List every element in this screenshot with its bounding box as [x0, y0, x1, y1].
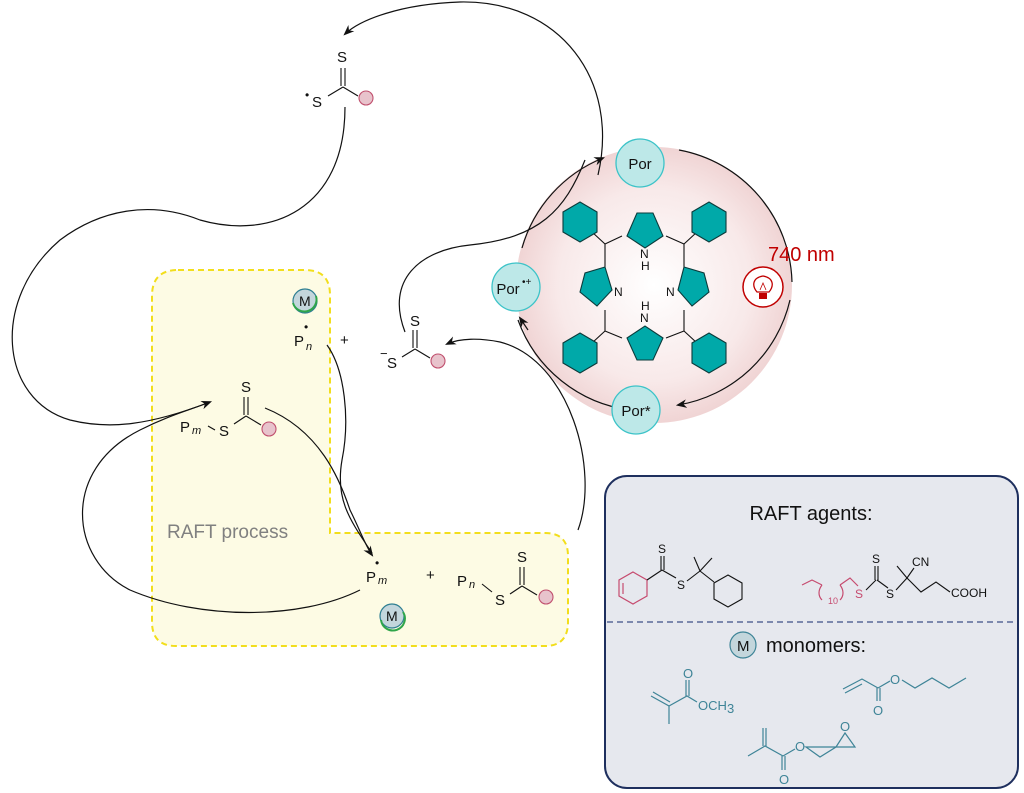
r-group — [358, 90, 374, 106]
cycle-arc-excited — [675, 299, 791, 408]
svg-text:M: M — [737, 638, 750, 655]
monomer-badge-bottom: M — [379, 603, 406, 632]
svg-text:S: S — [219, 423, 229, 440]
raft-agent-cumyl-dithiobenzoate: S S — [618, 542, 743, 608]
svg-text:N: N — [640, 247, 649, 261]
svg-text:CN: CN — [912, 555, 929, 569]
svg-text:N: N — [640, 311, 649, 325]
svg-text:H: H — [641, 299, 650, 313]
raft-agents-title: RAFT agents: — [749, 503, 872, 525]
raft-process-label: RAFT process — [167, 522, 288, 543]
svg-text:O: O — [779, 772, 789, 787]
cycle-arc-oxidation — [521, 157, 606, 249]
curve-anion-up — [398, 159, 586, 333]
svg-text:•: • — [305, 88, 309, 102]
pn-raft-agent: S S P n — [457, 549, 554, 609]
por-ground-state: Por — [615, 138, 665, 188]
monomers-title: monomers: — [766, 635, 866, 657]
svg-text:3: 3 — [727, 701, 734, 716]
svg-text:Por: Por — [496, 281, 519, 298]
curve-pm-loop — [81, 401, 361, 614]
por-excited-state: Por* — [611, 385, 661, 435]
svg-text:O: O — [683, 666, 693, 681]
svg-text:•: • — [304, 320, 308, 334]
svg-text:10: 10 — [828, 596, 838, 606]
svg-text:Por: Por — [628, 156, 651, 173]
raft-agent-trithiocarbonate: 10 S S S CN COOH — [801, 552, 987, 606]
raft-process-region — [151, 269, 569, 647]
svg-text:O: O — [840, 719, 850, 734]
svg-text:S: S — [495, 592, 505, 609]
svg-text:O: O — [890, 672, 900, 687]
svg-text:P: P — [180, 419, 190, 436]
curve-pm-raft-to-pm — [264, 407, 374, 557]
svg-text:S: S — [337, 49, 347, 66]
cycle-arc-excitation — [678, 149, 793, 283]
lightbulb-icon — [742, 266, 784, 308]
svg-text:OCH: OCH — [698, 698, 727, 713]
svg-text:S: S — [872, 552, 880, 566]
svg-text:Por*: Por* — [621, 403, 650, 420]
svg-text:n: n — [306, 341, 312, 353]
svg-text:S: S — [241, 379, 251, 396]
monomers-badge: M — [729, 631, 757, 659]
svg-text:P: P — [294, 333, 304, 350]
monomer-butyl-acrylate: O O — [842, 672, 967, 718]
trithiocarbonate-radical: S S • — [305, 49, 374, 111]
legend-box — [604, 475, 1019, 789]
por-radical-cation: Por •+ — [491, 262, 541, 312]
svg-text:S: S — [410, 313, 420, 330]
svg-text:S: S — [677, 578, 685, 592]
svg-text:P: P — [366, 569, 376, 586]
svg-text:S: S — [855, 587, 863, 601]
pn-radical: P n • — [294, 320, 312, 353]
svg-text:N: N — [666, 285, 675, 299]
svg-text:m: m — [378, 575, 387, 587]
svg-text:n: n — [469, 579, 475, 591]
curve-to-anion — [445, 336, 586, 531]
plus-sign-bottom: + — [426, 567, 435, 584]
monomer-glycidyl-methacrylate: O O O — [747, 719, 857, 787]
monomer-badge-top: M — [292, 288, 318, 314]
svg-text:P: P — [457, 573, 467, 590]
svg-text:S: S — [658, 542, 666, 556]
porphyrin-molecule: N H H N N N — [562, 201, 727, 374]
svg-text:m: m — [192, 425, 201, 437]
monomer-methyl-methacrylate: O OCH 3 — [650, 666, 734, 724]
pm-radical: P m • — [366, 556, 387, 587]
svg-text:S: S — [312, 94, 322, 111]
curve-pn-down — [326, 344, 373, 554]
svg-text:M: M — [299, 293, 311, 309]
svg-text:•: • — [375, 556, 379, 570]
svg-text:H: H — [641, 259, 650, 273]
arrow-into-radical-cation — [518, 316, 529, 331]
curve-left-loop — [11, 106, 346, 426]
plus-sign-top: + — [340, 332, 349, 349]
wavelength-label: 740 nm — [768, 244, 835, 266]
svg-text:O: O — [873, 703, 883, 718]
svg-text:S: S — [517, 549, 527, 566]
svg-text:S: S — [886, 587, 894, 601]
pm-raft-adduct: S S P m — [180, 379, 277, 440]
svg-text:O: O — [795, 739, 805, 754]
svg-text:M: M — [386, 608, 398, 624]
svg-text:−: − — [380, 346, 388, 361]
svg-text:N: N — [614, 285, 623, 299]
svg-text:•+: •+ — [522, 277, 532, 288]
cycle-arc-reduction — [517, 319, 631, 411]
trithiocarbonate-anion: S S − — [380, 313, 446, 372]
curve-top-arc — [343, 1, 603, 176]
svg-text:S: S — [387, 355, 397, 372]
svg-text:COOH: COOH — [951, 586, 987, 600]
